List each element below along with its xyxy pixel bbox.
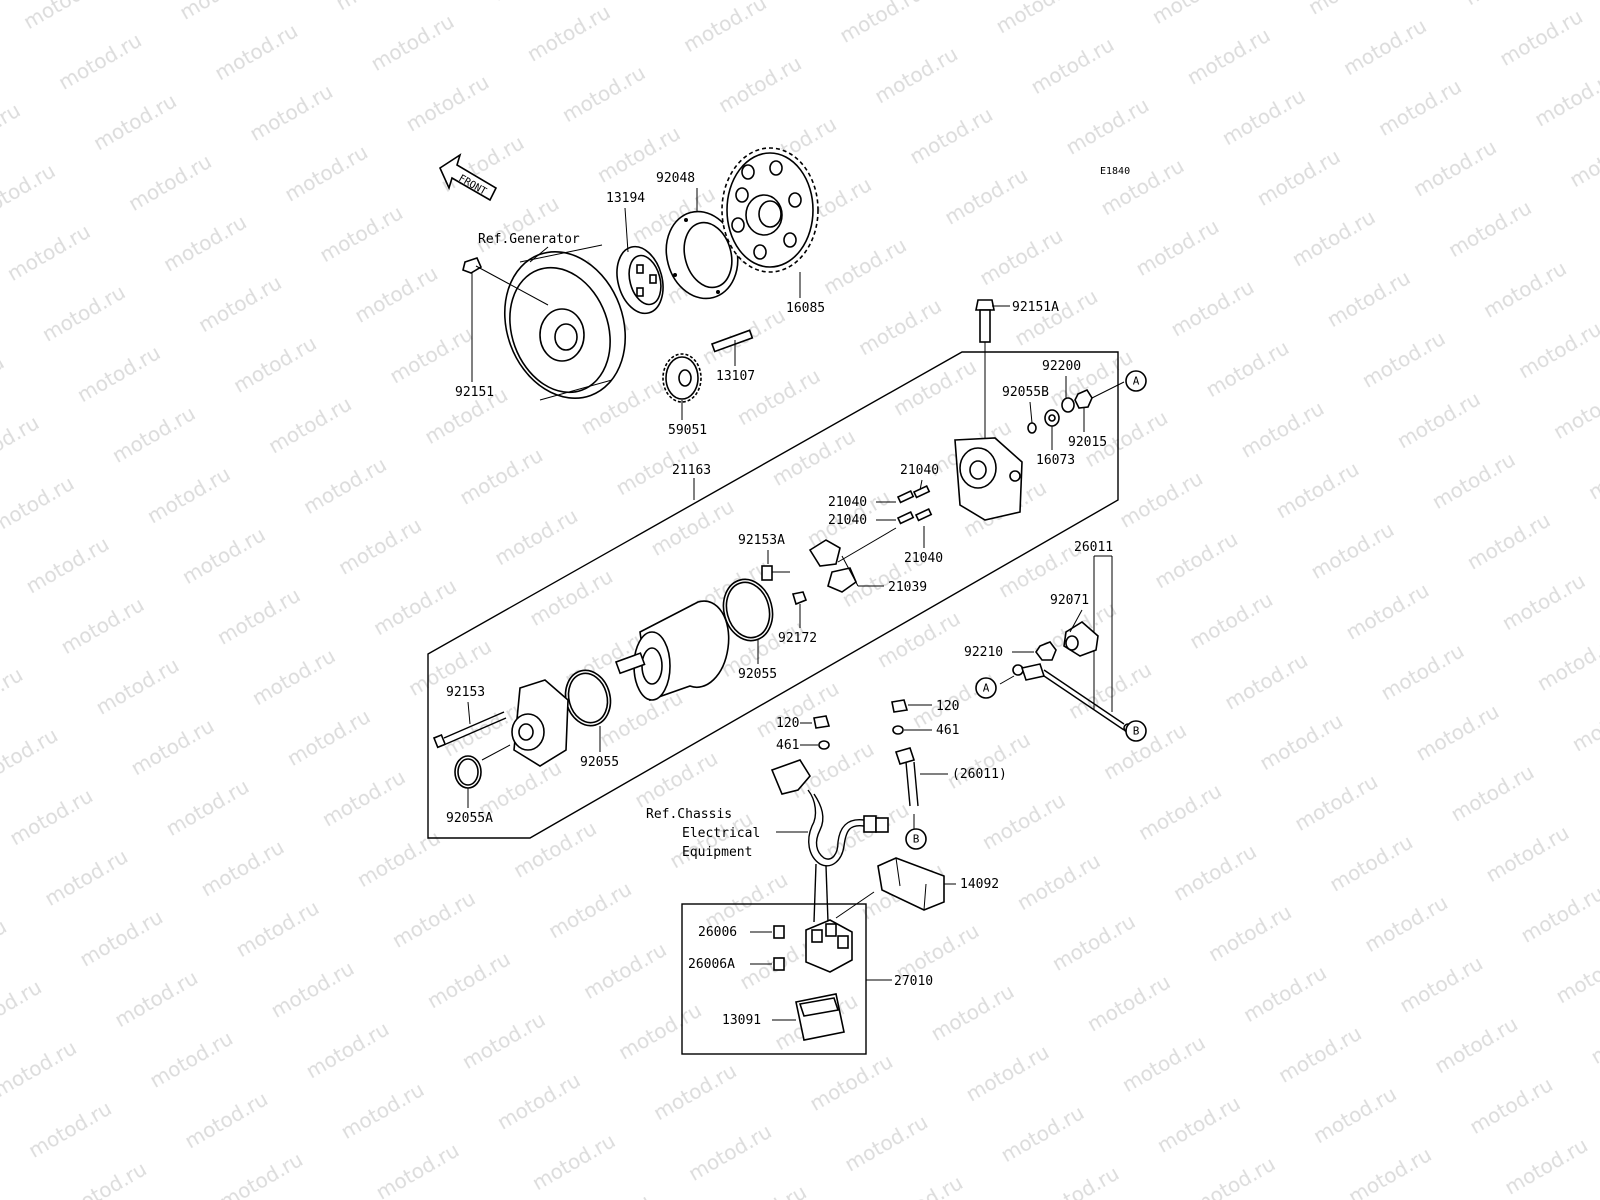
label-461-left: 461 bbox=[776, 738, 799, 753]
label-26006A: 26006A bbox=[688, 957, 735, 972]
cable-26011-drawing bbox=[1012, 663, 1133, 733]
label-92210: 92210 bbox=[964, 645, 1003, 660]
marker-a-lower bbox=[975, 677, 997, 699]
nut-16073-drawing bbox=[1044, 409, 1060, 427]
ref-generator-label: Ref.Generator bbox=[478, 232, 580, 247]
wire-harness-drawing bbox=[770, 759, 889, 923]
label-92153A: 92153A bbox=[738, 533, 785, 548]
washer-92200-drawing bbox=[1061, 397, 1075, 413]
label-461-right: 461 bbox=[936, 723, 959, 738]
nut-92210-drawing bbox=[1035, 641, 1057, 661]
marker-a-lower-label: A bbox=[983, 682, 990, 695]
o-ring-92055A-drawing bbox=[454, 755, 482, 789]
bolt-120-left-drawing bbox=[813, 715, 831, 729]
label-92153: 92153 bbox=[446, 685, 485, 700]
marker-b-lower-label: B bbox=[913, 833, 920, 846]
label-21040-bottom: 21040 bbox=[904, 551, 943, 566]
marker-a-top-label: A bbox=[1133, 375, 1140, 388]
label-120-left: 120 bbox=[776, 716, 799, 731]
label-92172: 92172 bbox=[778, 631, 817, 646]
lead-26011-drawing bbox=[894, 747, 919, 830]
label-13194: 13194 bbox=[606, 191, 645, 206]
bolt-92151A-drawing bbox=[975, 299, 995, 343]
front-arrow-icon: FRONT bbox=[438, 153, 498, 202]
bolt-120-right-drawing bbox=[891, 699, 909, 713]
screw-92153A-drawing bbox=[761, 565, 790, 581]
nut-92015-drawing bbox=[1074, 388, 1093, 409]
label-92055B: 92055B bbox=[1002, 385, 1049, 400]
boot-13091-drawing bbox=[795, 993, 845, 1041]
brushes-21040-drawing bbox=[896, 485, 933, 525]
ref-chassis-line1: Ref.Chassis bbox=[646, 807, 732, 822]
label-92151A: 92151A bbox=[1012, 300, 1059, 315]
bolt-92153-drawing bbox=[432, 711, 507, 749]
label-21040-low: 21040 bbox=[828, 513, 867, 528]
label-21163: 21163 bbox=[672, 463, 711, 478]
label-13107: 13107 bbox=[716, 369, 755, 384]
fuse-26006-drawing bbox=[773, 925, 785, 939]
label-92055A: 92055A bbox=[446, 811, 493, 826]
label-92151: 92151 bbox=[455, 385, 494, 400]
marker-b-right-label: B bbox=[1133, 725, 1140, 738]
gear-59051-drawing bbox=[662, 353, 702, 403]
relay-group-frame bbox=[681, 903, 867, 1055]
label-92200: 92200 bbox=[1042, 359, 1081, 374]
ref-chassis-line2: Electrical bbox=[682, 826, 760, 841]
label-92015: 92015 bbox=[1068, 435, 1107, 450]
end-cover-drawing bbox=[954, 437, 1023, 521]
bolt-92151-drawing bbox=[462, 257, 549, 306]
label-26006: 26006 bbox=[698, 925, 737, 940]
shaft-13107-drawing bbox=[710, 329, 754, 353]
label-92055-upper: 92055 bbox=[738, 667, 777, 682]
o-ring-92055-lower-drawing bbox=[564, 669, 612, 727]
generator-rotor-drawing bbox=[503, 244, 627, 401]
label-59051: 59051 bbox=[668, 423, 707, 438]
ref-chassis-line3: Equipment bbox=[682, 845, 752, 860]
label-26011: 26011 bbox=[1074, 540, 1113, 555]
label-21040-top: 21040 bbox=[900, 463, 939, 478]
label-92048: 92048 bbox=[656, 171, 695, 186]
label-21040-mid: 21040 bbox=[828, 495, 867, 510]
armature-drawing bbox=[614, 600, 730, 702]
front-cover-drawing bbox=[511, 679, 569, 767]
gear-16085-drawing bbox=[721, 147, 819, 273]
brush-holder-21039-drawing bbox=[808, 527, 897, 593]
cable-cover-92071-drawing bbox=[1063, 621, 1099, 657]
label-26011-paren: (26011) bbox=[952, 767, 1007, 782]
label-27010: 27010 bbox=[894, 974, 933, 989]
screw-92172-drawing bbox=[791, 591, 808, 606]
washer-461-right-drawing bbox=[892, 725, 904, 735]
fuse-26006A-drawing bbox=[773, 957, 785, 971]
label-92071: 92071 bbox=[1050, 593, 1089, 608]
relay-27010-drawing bbox=[805, 919, 853, 973]
washer-92055B-drawing bbox=[1027, 422, 1037, 434]
label-120-right: 120 bbox=[936, 699, 959, 714]
label-14092: 14092 bbox=[960, 877, 999, 892]
label-13091: 13091 bbox=[722, 1013, 761, 1028]
cover-14092-drawing bbox=[877, 857, 945, 911]
diagram-code: E1840 bbox=[1100, 166, 1130, 177]
label-16085: 16085 bbox=[786, 301, 825, 316]
label-16073: 16073 bbox=[1036, 453, 1075, 468]
clutch-13194-drawing bbox=[616, 245, 664, 315]
o-ring-92055-upper-drawing bbox=[722, 578, 774, 642]
label-92055-lower: 92055 bbox=[580, 755, 619, 770]
marker-b-right bbox=[1125, 720, 1147, 742]
marker-b-lower bbox=[905, 828, 927, 850]
marker-a-top bbox=[1125, 370, 1147, 392]
label-21039: 21039 bbox=[888, 580, 927, 595]
starter-assembly-frame bbox=[427, 351, 1119, 839]
washer-461-left-drawing bbox=[818, 740, 830, 750]
